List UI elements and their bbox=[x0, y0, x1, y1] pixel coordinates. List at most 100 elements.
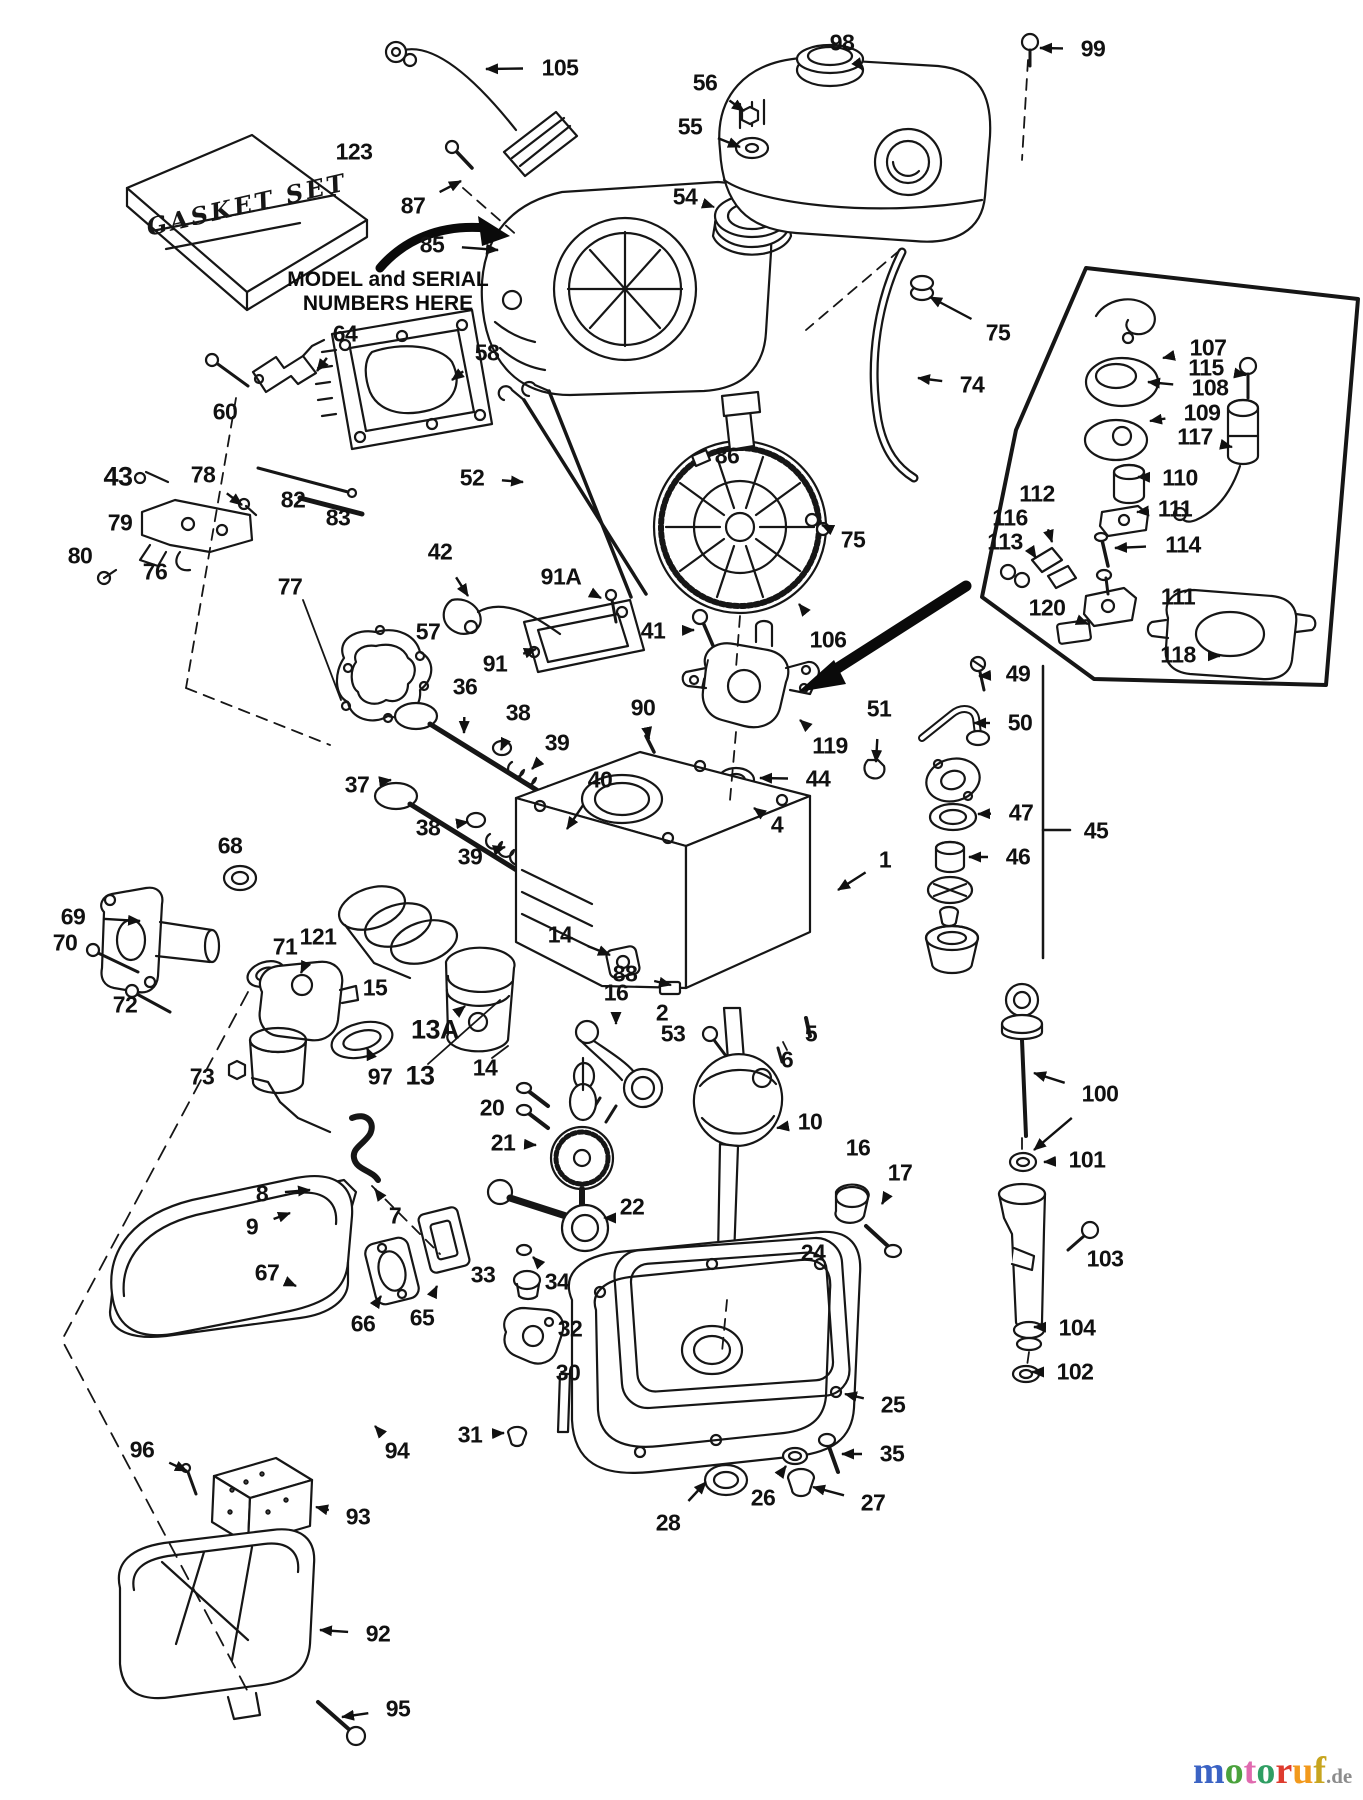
callout-arrow bbox=[226, 492, 243, 506]
part-callout-82: 82 bbox=[280, 486, 306, 513]
callout-arrow bbox=[499, 736, 512, 751]
part-callout-13A: 13A bbox=[410, 1014, 460, 1045]
part-callout-26: 26 bbox=[750, 1484, 776, 1511]
intake-manifold bbox=[85, 864, 258, 1014]
flywheel bbox=[644, 390, 831, 754]
thick-arrows bbox=[375, 216, 972, 692]
part-callout-32: 32 bbox=[557, 1315, 583, 1342]
part-callout-106: 106 bbox=[809, 626, 847, 653]
oil-slinger bbox=[486, 1178, 610, 1253]
part-callout-116: 116 bbox=[992, 504, 1028, 531]
callout-arrow bbox=[319, 1625, 349, 1637]
part-callout-86: 86 bbox=[714, 442, 740, 469]
model-serial-note: MODEL and SERIAL NUMBERS HERE bbox=[287, 268, 488, 316]
part-callout-16: 16 bbox=[845, 1134, 871, 1161]
part-callout-53: 53 bbox=[660, 1020, 686, 1047]
part-callout-111: 111 bbox=[1157, 495, 1193, 522]
callout-arrow bbox=[455, 818, 469, 830]
spark-plug bbox=[204, 338, 326, 394]
crankshaft bbox=[692, 1006, 784, 1300]
part-callout-75: 75 bbox=[985, 319, 1011, 346]
part-callout-46: 46 bbox=[1005, 843, 1031, 870]
callout-arrow bbox=[455, 576, 470, 597]
part-callout-21: 21 bbox=[490, 1129, 516, 1156]
part-callout-90: 90 bbox=[630, 694, 656, 721]
part-callout-28: 28 bbox=[655, 1509, 681, 1536]
governor-link bbox=[286, 1113, 381, 1228]
callout-arrow bbox=[378, 776, 392, 788]
governor-rods bbox=[497, 380, 648, 599]
part-callout-16: 16 bbox=[603, 979, 629, 1006]
part-callout-91A: 91A bbox=[540, 563, 582, 590]
camshaft bbox=[515, 1056, 615, 1209]
part-callout-34: 34 bbox=[544, 1268, 570, 1295]
callout-arrow bbox=[753, 807, 767, 820]
callout-arrow bbox=[978, 669, 992, 681]
callout-arrow bbox=[1162, 350, 1176, 361]
part-callout-115: 115 bbox=[1188, 354, 1224, 381]
callout-arrow bbox=[374, 1425, 388, 1439]
callout-arrow bbox=[566, 804, 585, 830]
part-callout-30: 30 bbox=[555, 1359, 581, 1386]
part-callout-114: 114 bbox=[1165, 531, 1201, 558]
blower-housing bbox=[480, 180, 773, 397]
part-callout-22: 22 bbox=[619, 1193, 645, 1220]
part-callout-117: 117 bbox=[1177, 423, 1213, 450]
callout-arrow bbox=[1024, 544, 1038, 559]
piston-and-rings bbox=[337, 885, 516, 1065]
part-callout-99: 99 bbox=[1080, 35, 1106, 62]
dipstick-assembly bbox=[997, 982, 1100, 1384]
part-callout-55: 55 bbox=[677, 113, 703, 140]
part-callout-74: 74 bbox=[959, 371, 985, 398]
part-callout-39: 39 bbox=[457, 843, 483, 870]
part-callout-78: 78 bbox=[190, 461, 216, 488]
part-callout-38: 38 bbox=[505, 699, 531, 726]
callout-arrow bbox=[451, 368, 465, 381]
callout-arrow bbox=[531, 756, 545, 770]
part-callout-66: 66 bbox=[350, 1310, 376, 1337]
part-callout-123: 123 bbox=[335, 138, 373, 165]
callout-arrow bbox=[776, 1120, 790, 1132]
fuel-line bbox=[869, 247, 935, 483]
callout-arrow bbox=[844, 1391, 865, 1403]
part-callout-119: 119 bbox=[812, 732, 848, 759]
part-callout-35: 35 bbox=[879, 1440, 905, 1467]
part-callout-47: 47 bbox=[1008, 799, 1034, 826]
part-callout-58: 58 bbox=[474, 339, 500, 366]
part-callout-109: 109 bbox=[1183, 399, 1221, 426]
callout-arrow bbox=[687, 1481, 707, 1502]
part-callout-108: 108 bbox=[1191, 374, 1229, 401]
part-callout-20: 20 bbox=[479, 1094, 505, 1121]
part-callout-98: 98 bbox=[829, 29, 855, 56]
callout-arrow bbox=[341, 1709, 369, 1721]
callout-arrow bbox=[587, 944, 611, 957]
part-callout-27: 27 bbox=[860, 1489, 886, 1516]
watermark-letter: o bbox=[1256, 1750, 1276, 1792]
part-callout-111: 111 bbox=[1160, 583, 1196, 610]
part-callout-6: 6 bbox=[780, 1046, 794, 1073]
callout-arrow bbox=[369, 1295, 383, 1310]
callout-arrow bbox=[929, 295, 973, 321]
part-callout-17: 17 bbox=[887, 1159, 913, 1186]
part-callout-15: 15 bbox=[362, 974, 388, 1001]
connecting-rod bbox=[574, 1019, 664, 1124]
hardware-54-56 bbox=[444, 32, 1040, 170]
part-callout-5: 5 bbox=[804, 1020, 818, 1047]
part-callout-68: 68 bbox=[217, 832, 243, 859]
part-callout-64: 64 bbox=[332, 320, 358, 347]
part-callout-9: 9 bbox=[245, 1213, 259, 1240]
callout-arrow bbox=[315, 1504, 330, 1516]
callout-arrow bbox=[871, 738, 883, 763]
part-callout-96: 96 bbox=[129, 1436, 155, 1463]
callout-arrow bbox=[522, 647, 537, 659]
part-callout-83: 83 bbox=[325, 504, 351, 531]
part-callout-2: 2 bbox=[655, 999, 669, 1026]
part-callout-49: 49 bbox=[1005, 660, 1031, 687]
part-callout-79: 79 bbox=[107, 509, 133, 536]
part-callout-25: 25 bbox=[880, 1391, 906, 1418]
part-callout-100: 100 bbox=[1081, 1080, 1119, 1107]
part-callout-56: 56 bbox=[692, 69, 718, 96]
watermark-letter: o bbox=[1224, 1750, 1244, 1792]
